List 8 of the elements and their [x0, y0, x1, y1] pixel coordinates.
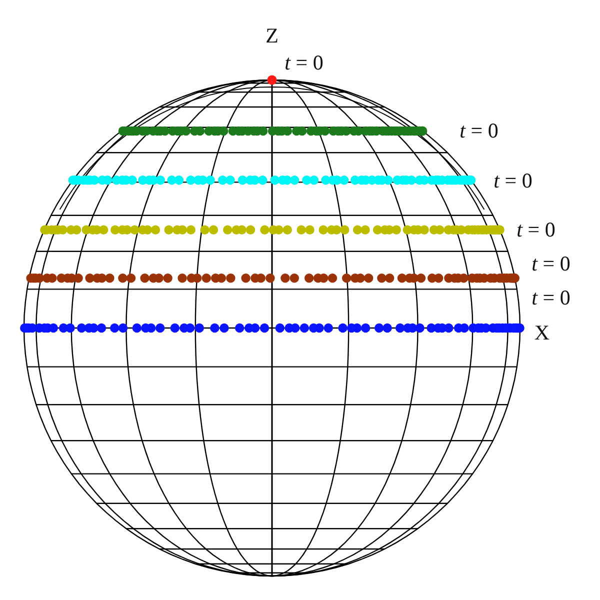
axis-label: X — [534, 322, 550, 344]
time-label: t = 0 — [494, 170, 532, 192]
axis-label: Z — [266, 26, 278, 46]
time-label: t = 0 — [516, 220, 556, 240]
time-label: t = 0 — [532, 288, 570, 308]
time-label: t = 0 — [532, 254, 570, 274]
time-label: t = 0 — [460, 120, 498, 142]
time-label: t = 0 — [284, 52, 324, 74]
